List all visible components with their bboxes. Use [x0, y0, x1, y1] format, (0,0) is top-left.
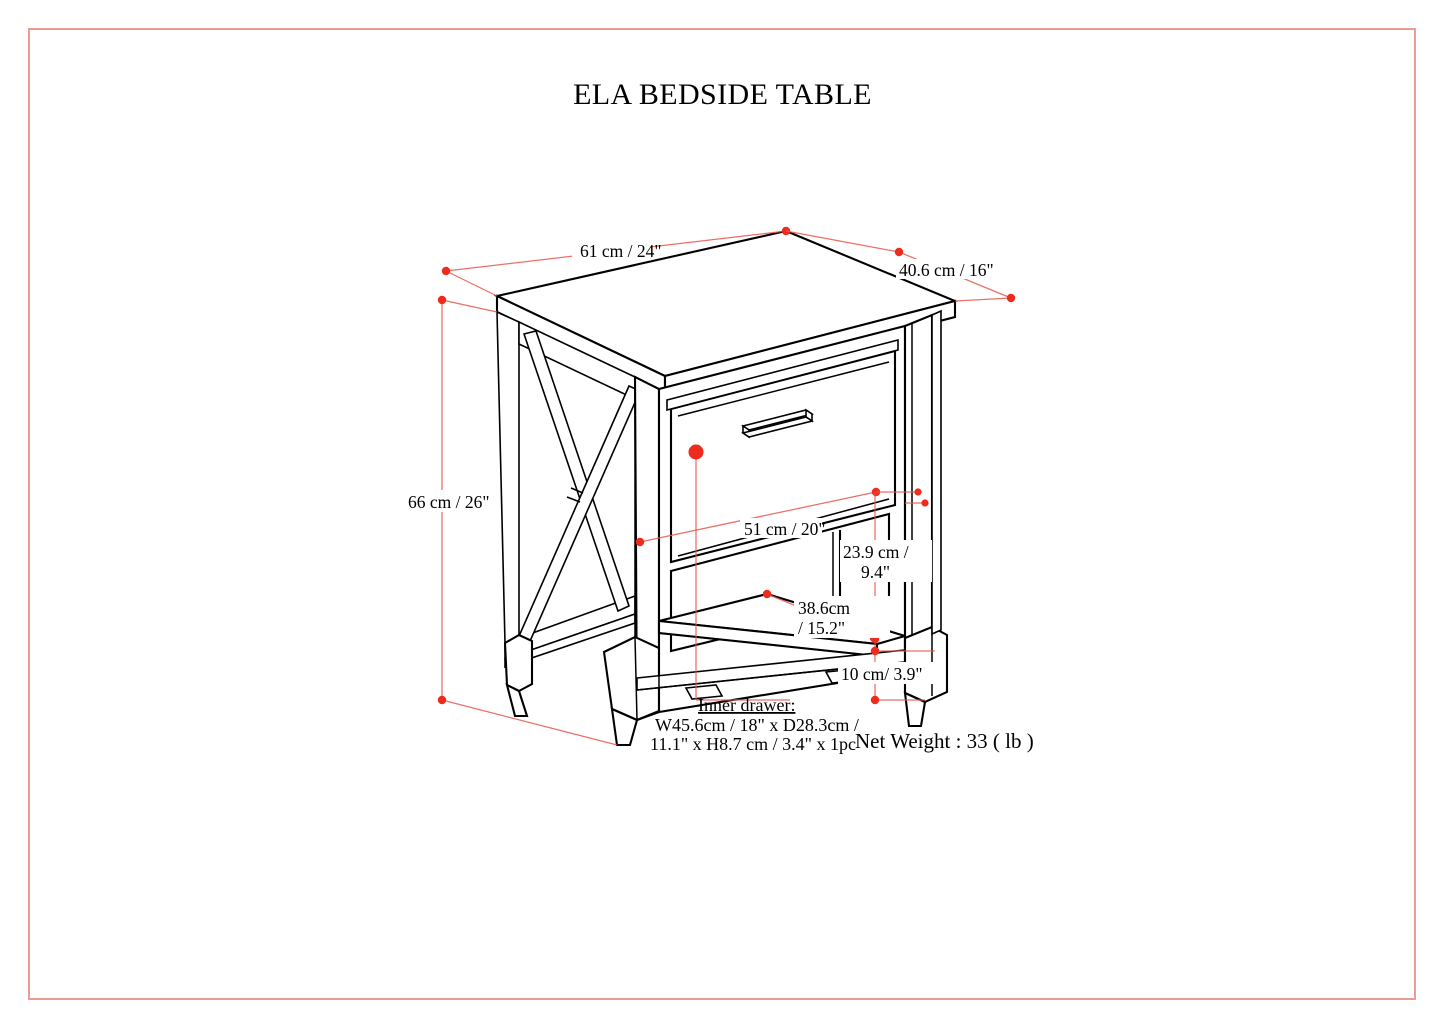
rear-right-leg	[931, 309, 942, 636]
height-ext-bottom	[441, 699, 618, 746]
drawer-front	[666, 338, 899, 564]
opening-height-label-line2: 9.4"	[861, 562, 890, 582]
depth-dot-bottom	[1006, 293, 1016, 303]
x-brace-member-a	[522, 330, 630, 613]
handle-bar-front	[741, 416, 814, 438]
rear-right-post	[931, 309, 942, 636]
height-dot-bottom	[437, 695, 447, 705]
opening-width-dot-left	[635, 537, 645, 547]
dimension-leg-clearance: 10 cm/ 3.9"	[838, 646, 942, 705]
height-label-bg	[405, 490, 481, 512]
drawer-top-reveal	[677, 361, 890, 417]
dimension-height: 66 cm / 26"	[405, 295, 618, 746]
height-label: 66 cm / 26"	[408, 492, 490, 512]
depth-ext-lower	[954, 297, 1012, 302]
shelf-depth-dot-top	[762, 589, 772, 599]
inner-drawer-line1: W45.6cm / 18" x D28.3cm /	[655, 715, 859, 735]
rear-left-leg-taper	[505, 683, 529, 718]
net-weight-block: Net Weight : 33 ( lb )	[855, 729, 1034, 753]
dimension-depth: 40.6 cm / 16"	[785, 230, 1016, 303]
width-label: 61 cm / 24"	[580, 241, 662, 261]
shelf-depth-label-bg	[794, 596, 890, 638]
opening-width-label-bg	[740, 518, 822, 538]
inner-drawer-callout: Inner drawer: W45.6cm / 18" x D28.3cm / …	[650, 444, 859, 754]
under-rail-bracket-left	[684, 684, 724, 700]
x-brace-crossing-notch	[570, 487, 584, 494]
rear-left-post	[496, 310, 520, 645]
inner-drawer-line2: 11.1" x H8.7 cm / 3.4" x 1pc	[650, 734, 856, 754]
dimension-shelf-depth: 38.6cm / 15.2"	[762, 589, 890, 643]
depth-ext-upper	[785, 230, 900, 253]
dimension-opening-width: 51 cm / 20"	[635, 487, 881, 547]
height-dot-top	[437, 295, 447, 305]
width-ext-left	[445, 270, 498, 297]
depth-label-bg	[896, 259, 1016, 279]
dimension-width: 61 cm / 24"	[441, 226, 791, 297]
drawer-upper-rail	[666, 338, 899, 412]
opening-width-label: 51 cm / 20"	[744, 519, 826, 539]
height-ext-top	[441, 299, 498, 313]
opening-width-dim-line	[639, 491, 877, 543]
shelf-edge-line	[658, 632, 878, 657]
front-left-foot-crease	[634, 636, 638, 721]
shelf-depth-label-line2: / 15.2"	[798, 618, 845, 638]
rear-left-leg	[503, 633, 534, 718]
leg-clearance-dot-top	[870, 646, 880, 656]
opening-height-label-line1: 23.9 cm /	[843, 542, 909, 562]
rear-left-foot-cap	[503, 633, 534, 693]
dimension-opening-height: 23.9 cm / 9.4"	[840, 488, 932, 700]
net-weight-label: Net Weight : 33 ( lb )	[855, 729, 1034, 753]
page-title: ELA BEDSIDE TABLE	[573, 78, 872, 111]
front-left-leg-taper	[610, 707, 639, 747]
depth-label: 40.6 cm / 16"	[899, 260, 994, 280]
front-right-leg-taper	[903, 691, 927, 728]
opening-height-dot-top	[914, 488, 922, 496]
leg-clearance-dot-bottom	[870, 695, 880, 705]
drawer-handle	[741, 408, 814, 439]
depth-dot-top	[894, 247, 904, 257]
left-side-panel	[496, 310, 642, 669]
leg-clearance-label: 10 cm/ 3.9"	[841, 664, 923, 684]
opening-height-dot-top2	[921, 499, 929, 507]
inner-drawer-title: Inner drawer:	[698, 695, 795, 715]
width-dot-left	[441, 266, 451, 276]
x-brace-crossing-notch-2	[566, 496, 581, 503]
width-label-bg	[572, 240, 652, 260]
inner-drawer-leader-dot	[688, 444, 704, 460]
opening-height-label-bg	[840, 540, 932, 582]
shelf-depth-label-line1: 38.6cm	[798, 598, 850, 618]
leg-clearance-label-bg	[838, 662, 942, 684]
